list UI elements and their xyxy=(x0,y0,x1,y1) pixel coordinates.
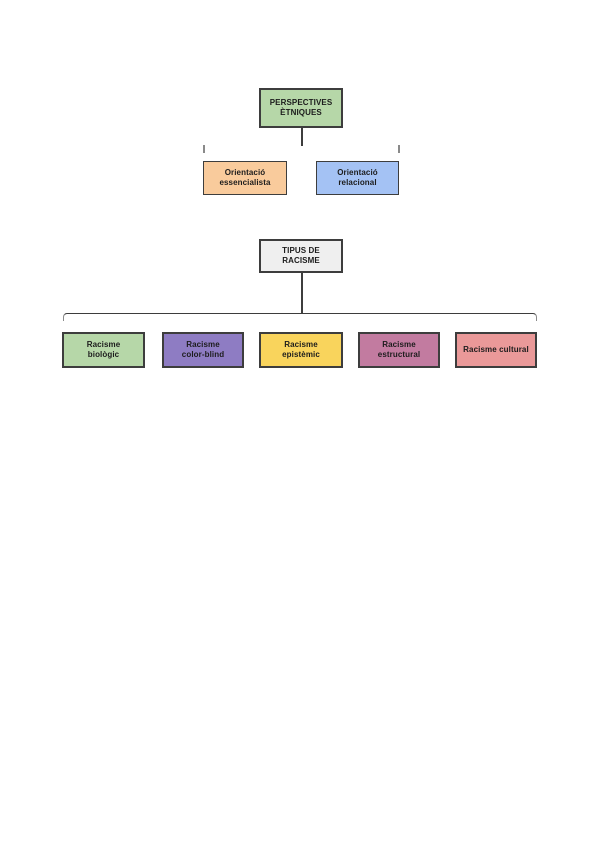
node-tipus-de-racisme: TIPUS DE RACISME xyxy=(259,239,343,273)
node-label-line: biològic xyxy=(87,350,120,359)
node-label-line: essencialista xyxy=(219,178,271,187)
node-orientacio-essencialista: Orientació essencialista xyxy=(203,161,287,195)
connector-bracket xyxy=(63,313,537,321)
node-racisme-cultural: Racisme cultural xyxy=(455,332,537,368)
node-orientacio-relacional: Orientació relacional xyxy=(316,161,399,195)
connector-tick xyxy=(203,145,205,153)
node-label-line: Racisme cultural xyxy=(463,345,529,354)
node-label-line: relacional xyxy=(338,178,377,187)
node-label-line: Racisme xyxy=(186,340,220,349)
node-label-line: Racisme xyxy=(382,340,416,349)
node-racisme-estructural: Racisme estructural xyxy=(358,332,440,368)
node-racisme-biologic: Racisme biològic xyxy=(62,332,145,368)
node-label-line: Racisme xyxy=(284,340,318,349)
node-perspectives-etniques: PERSPECTIVES ÈTNIQUES xyxy=(259,88,343,128)
node-label-line: color-blind xyxy=(181,350,225,359)
node-label-line: Orientació xyxy=(224,168,266,177)
connector-stem xyxy=(301,128,303,146)
node-label-line: Racisme xyxy=(86,340,121,349)
node-label-line: TIPUS DE xyxy=(282,246,320,255)
node-racisme-epistemic: Racisme epistèmic xyxy=(259,332,343,368)
node-label-line: epistèmic xyxy=(282,350,320,359)
node-racisme-color-blind: Racisme color-blind xyxy=(162,332,244,368)
connector-stem xyxy=(301,273,303,313)
node-label-line: PERSPECTIVES xyxy=(269,98,333,107)
node-label-line: Orientació xyxy=(337,168,378,177)
connector-tick xyxy=(398,145,400,153)
node-label-line: ÈTNIQUES xyxy=(280,108,322,117)
node-label-line: RACISME xyxy=(282,256,320,265)
node-label-line: estructural xyxy=(377,350,421,359)
